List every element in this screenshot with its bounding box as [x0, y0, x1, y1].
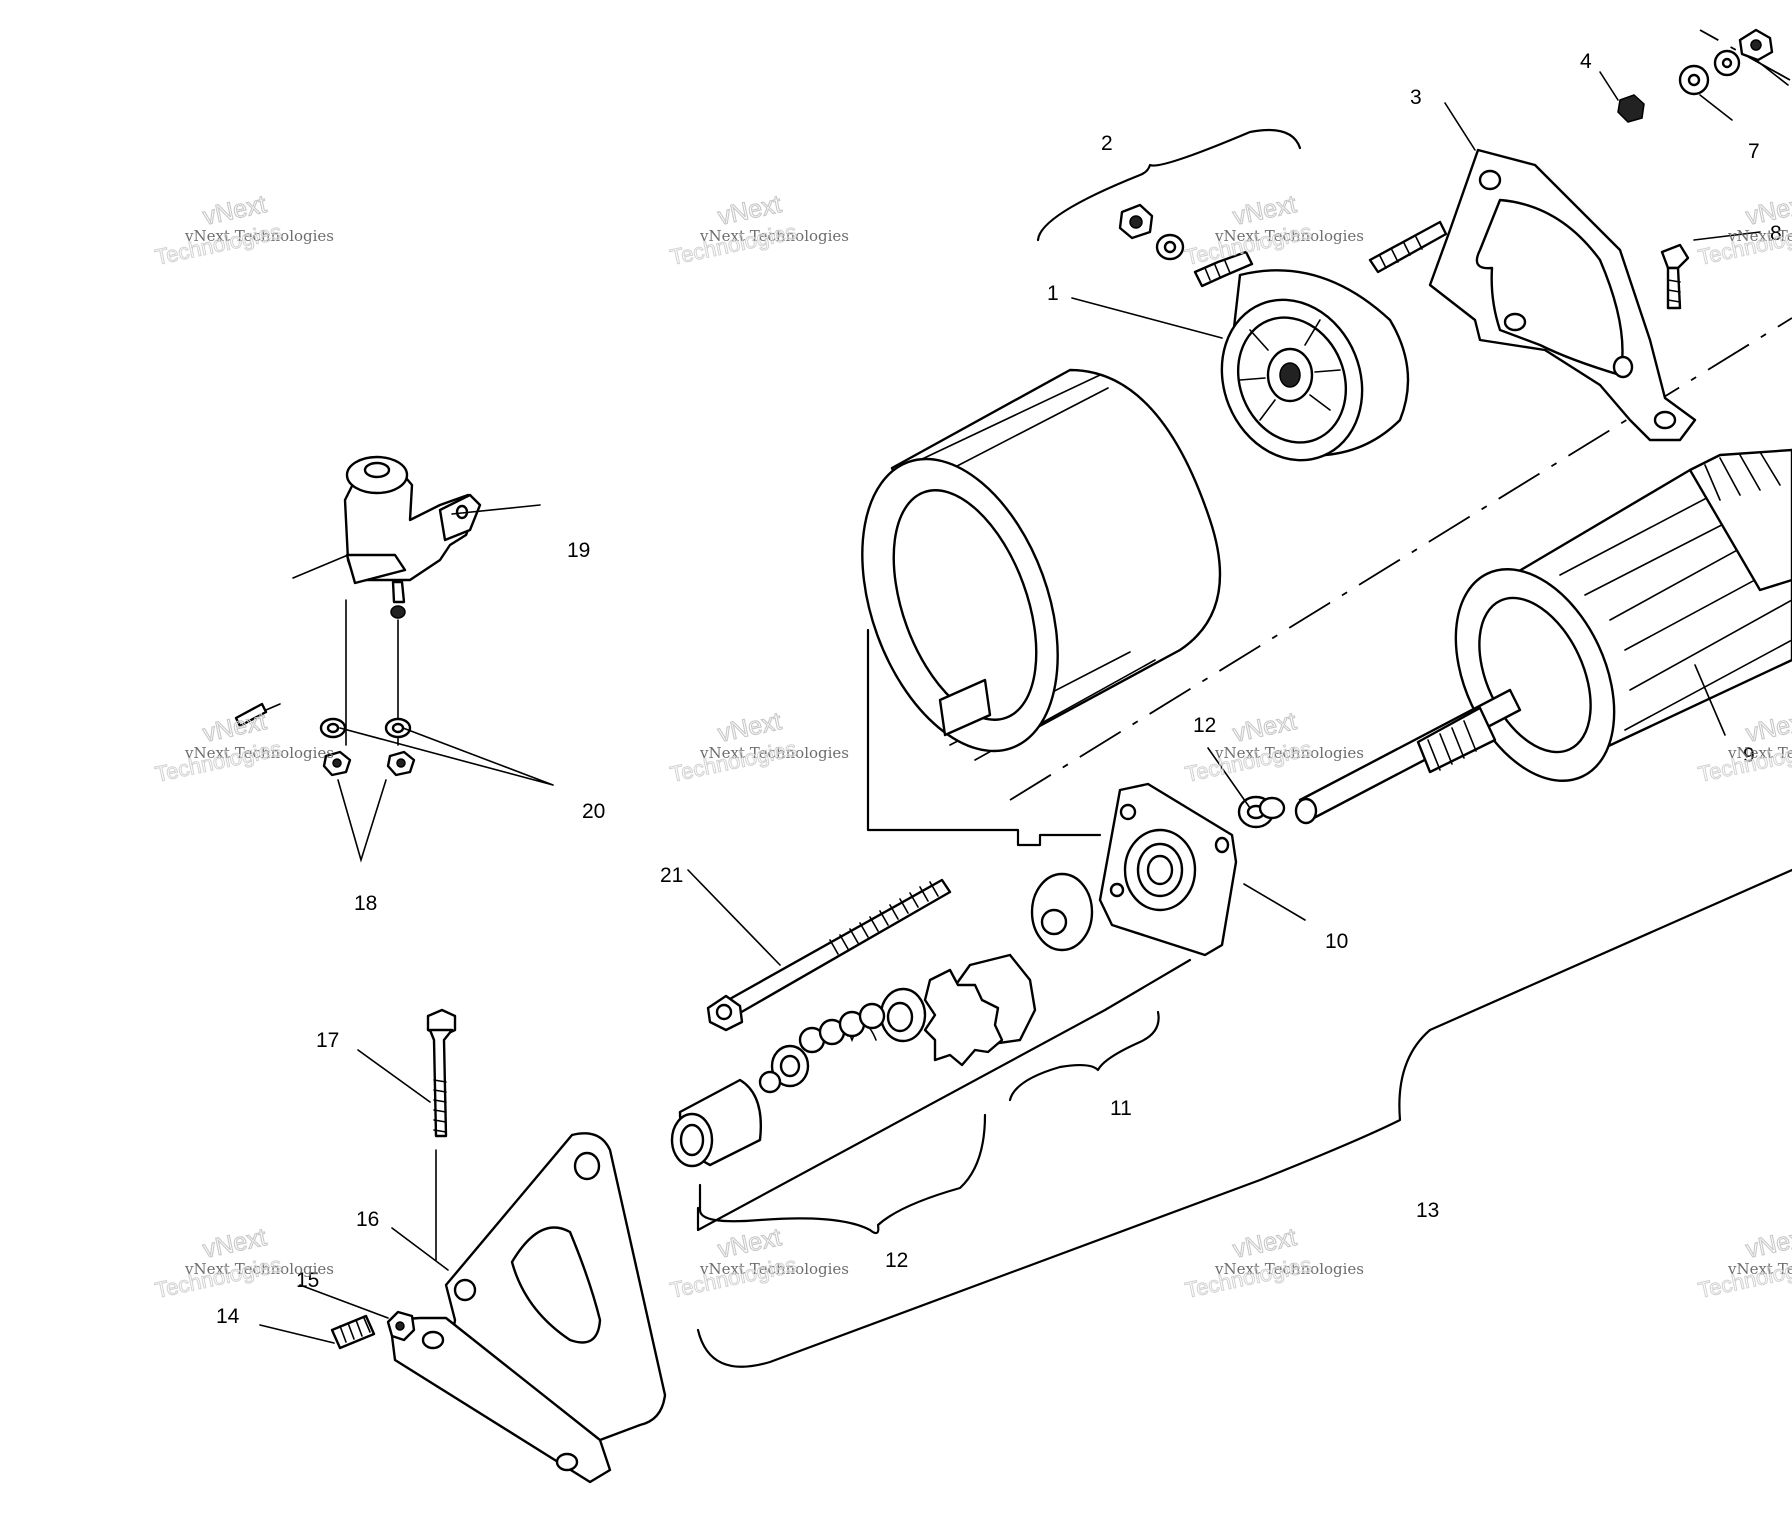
svg-text:vNext Technologies: vNext Technologies [184, 744, 334, 762]
armature-part-9 [1294, 448, 1792, 825]
callout-10: 10 [1325, 930, 1348, 953]
callout-3: 3 [1410, 86, 1422, 109]
watermark-tile: vNext vNext Technologies Technologies [1695, 707, 1792, 788]
callout-9: 9 [1743, 744, 1755, 767]
hardware-top-right [1617, 28, 1774, 310]
callout-12-top: 12 [1193, 714, 1216, 737]
solenoid-hardware-parts-18-20 [319, 717, 416, 777]
callout-labels: 1 2 3 4 7 8 9 10 11 12 12 13 14 15 16 17… [216, 50, 1782, 1328]
watermark-tile: vNext vNext Technologies Technologies [152, 707, 334, 788]
leader-lines [259, 59, 1789, 1344]
svg-text:vNext Technologies: vNext Technologies [1214, 227, 1364, 245]
watermark-tile: vNext vNext Technologies Technologies [152, 190, 334, 271]
svg-text:vNext Technologies: vNext Technologies [699, 1260, 849, 1278]
callout-4: 4 [1580, 50, 1592, 73]
svg-text:vNext Technologies: vNext Technologies [1214, 744, 1364, 762]
svg-text:vNext: vNext [1743, 190, 1792, 231]
callout-15: 15 [296, 1269, 319, 1292]
svg-text:vNext Technologies: vNext Technologies [184, 1260, 334, 1278]
watermark-tile: vNext vNext Technologies Technologies [1182, 1223, 1364, 1304]
svg-text:vNext Technologies: vNext Technologies [699, 744, 849, 762]
watermark-tile: vNext vNext Technologies Technologies [667, 190, 849, 271]
callout-7: 7 [1748, 140, 1760, 163]
group-brackets [696, 868, 1792, 1368]
callout-17: 17 [316, 1029, 339, 1052]
svg-text:vNext: vNext [1743, 707, 1792, 748]
callout-11: 11 [1110, 1097, 1132, 1120]
callout-2: 2 [1101, 132, 1113, 155]
callout-14: 14 [216, 1305, 240, 1328]
svg-text:vNext Technologies: vNext Technologies [1727, 744, 1792, 762]
nut-washer-part-2 [1036, 128, 1302, 261]
through-bolt-part-21 [706, 878, 952, 1032]
fasteners-parts-14-15-17 [330, 1008, 457, 1350]
callout-18: 18 [354, 892, 377, 915]
callout-13: 13 [1416, 1199, 1439, 1222]
thrust-washers-part-12 [1237, 795, 1286, 829]
svg-text:vNext Technologies: vNext Technologies [184, 227, 334, 245]
callout-12-bottom: 12 [885, 1249, 908, 1272]
svg-text:vNext Technologies: vNext Technologies [1727, 227, 1792, 245]
watermark-tile: vNext vNext Technologies Technologies [667, 1223, 849, 1304]
callout-1: 1 [1047, 282, 1059, 305]
callout-20: 20 [582, 800, 605, 823]
callout-16: 16 [356, 1208, 379, 1231]
svg-text:vNext: vNext [1743, 1223, 1792, 1264]
watermark-tile: vNext vNext Technologies Technologies [1182, 190, 1364, 271]
svg-text:vNext Technologies: vNext Technologies [699, 227, 849, 245]
pinion-drive-part-11 [670, 953, 1037, 1168]
solenoid-part-19 [234, 455, 482, 746]
callout-8: 8 [1770, 222, 1782, 245]
watermark-tile: vNext vNext Technologies Technologies [1695, 190, 1792, 271]
callout-21: 21 [660, 864, 683, 887]
drive-end-housing-part-10 [1030, 782, 1238, 957]
watermark-tile: vNext vNext Technologies Technologies [1695, 1223, 1792, 1304]
mounting-bracket-part-3 [1428, 148, 1697, 442]
callout-19: 19 [567, 539, 590, 562]
lower-bracket-part-16 [388, 1132, 667, 1484]
svg-text:vNext Technologies: vNext Technologies [1727, 1260, 1792, 1278]
end-cap-part-1 [1193, 220, 1448, 462]
svg-text:vNext Technologies: vNext Technologies [1214, 1260, 1364, 1278]
watermark-tile: vNext vNext Technologies Technologies [667, 707, 849, 788]
field-housing [861, 368, 1222, 847]
